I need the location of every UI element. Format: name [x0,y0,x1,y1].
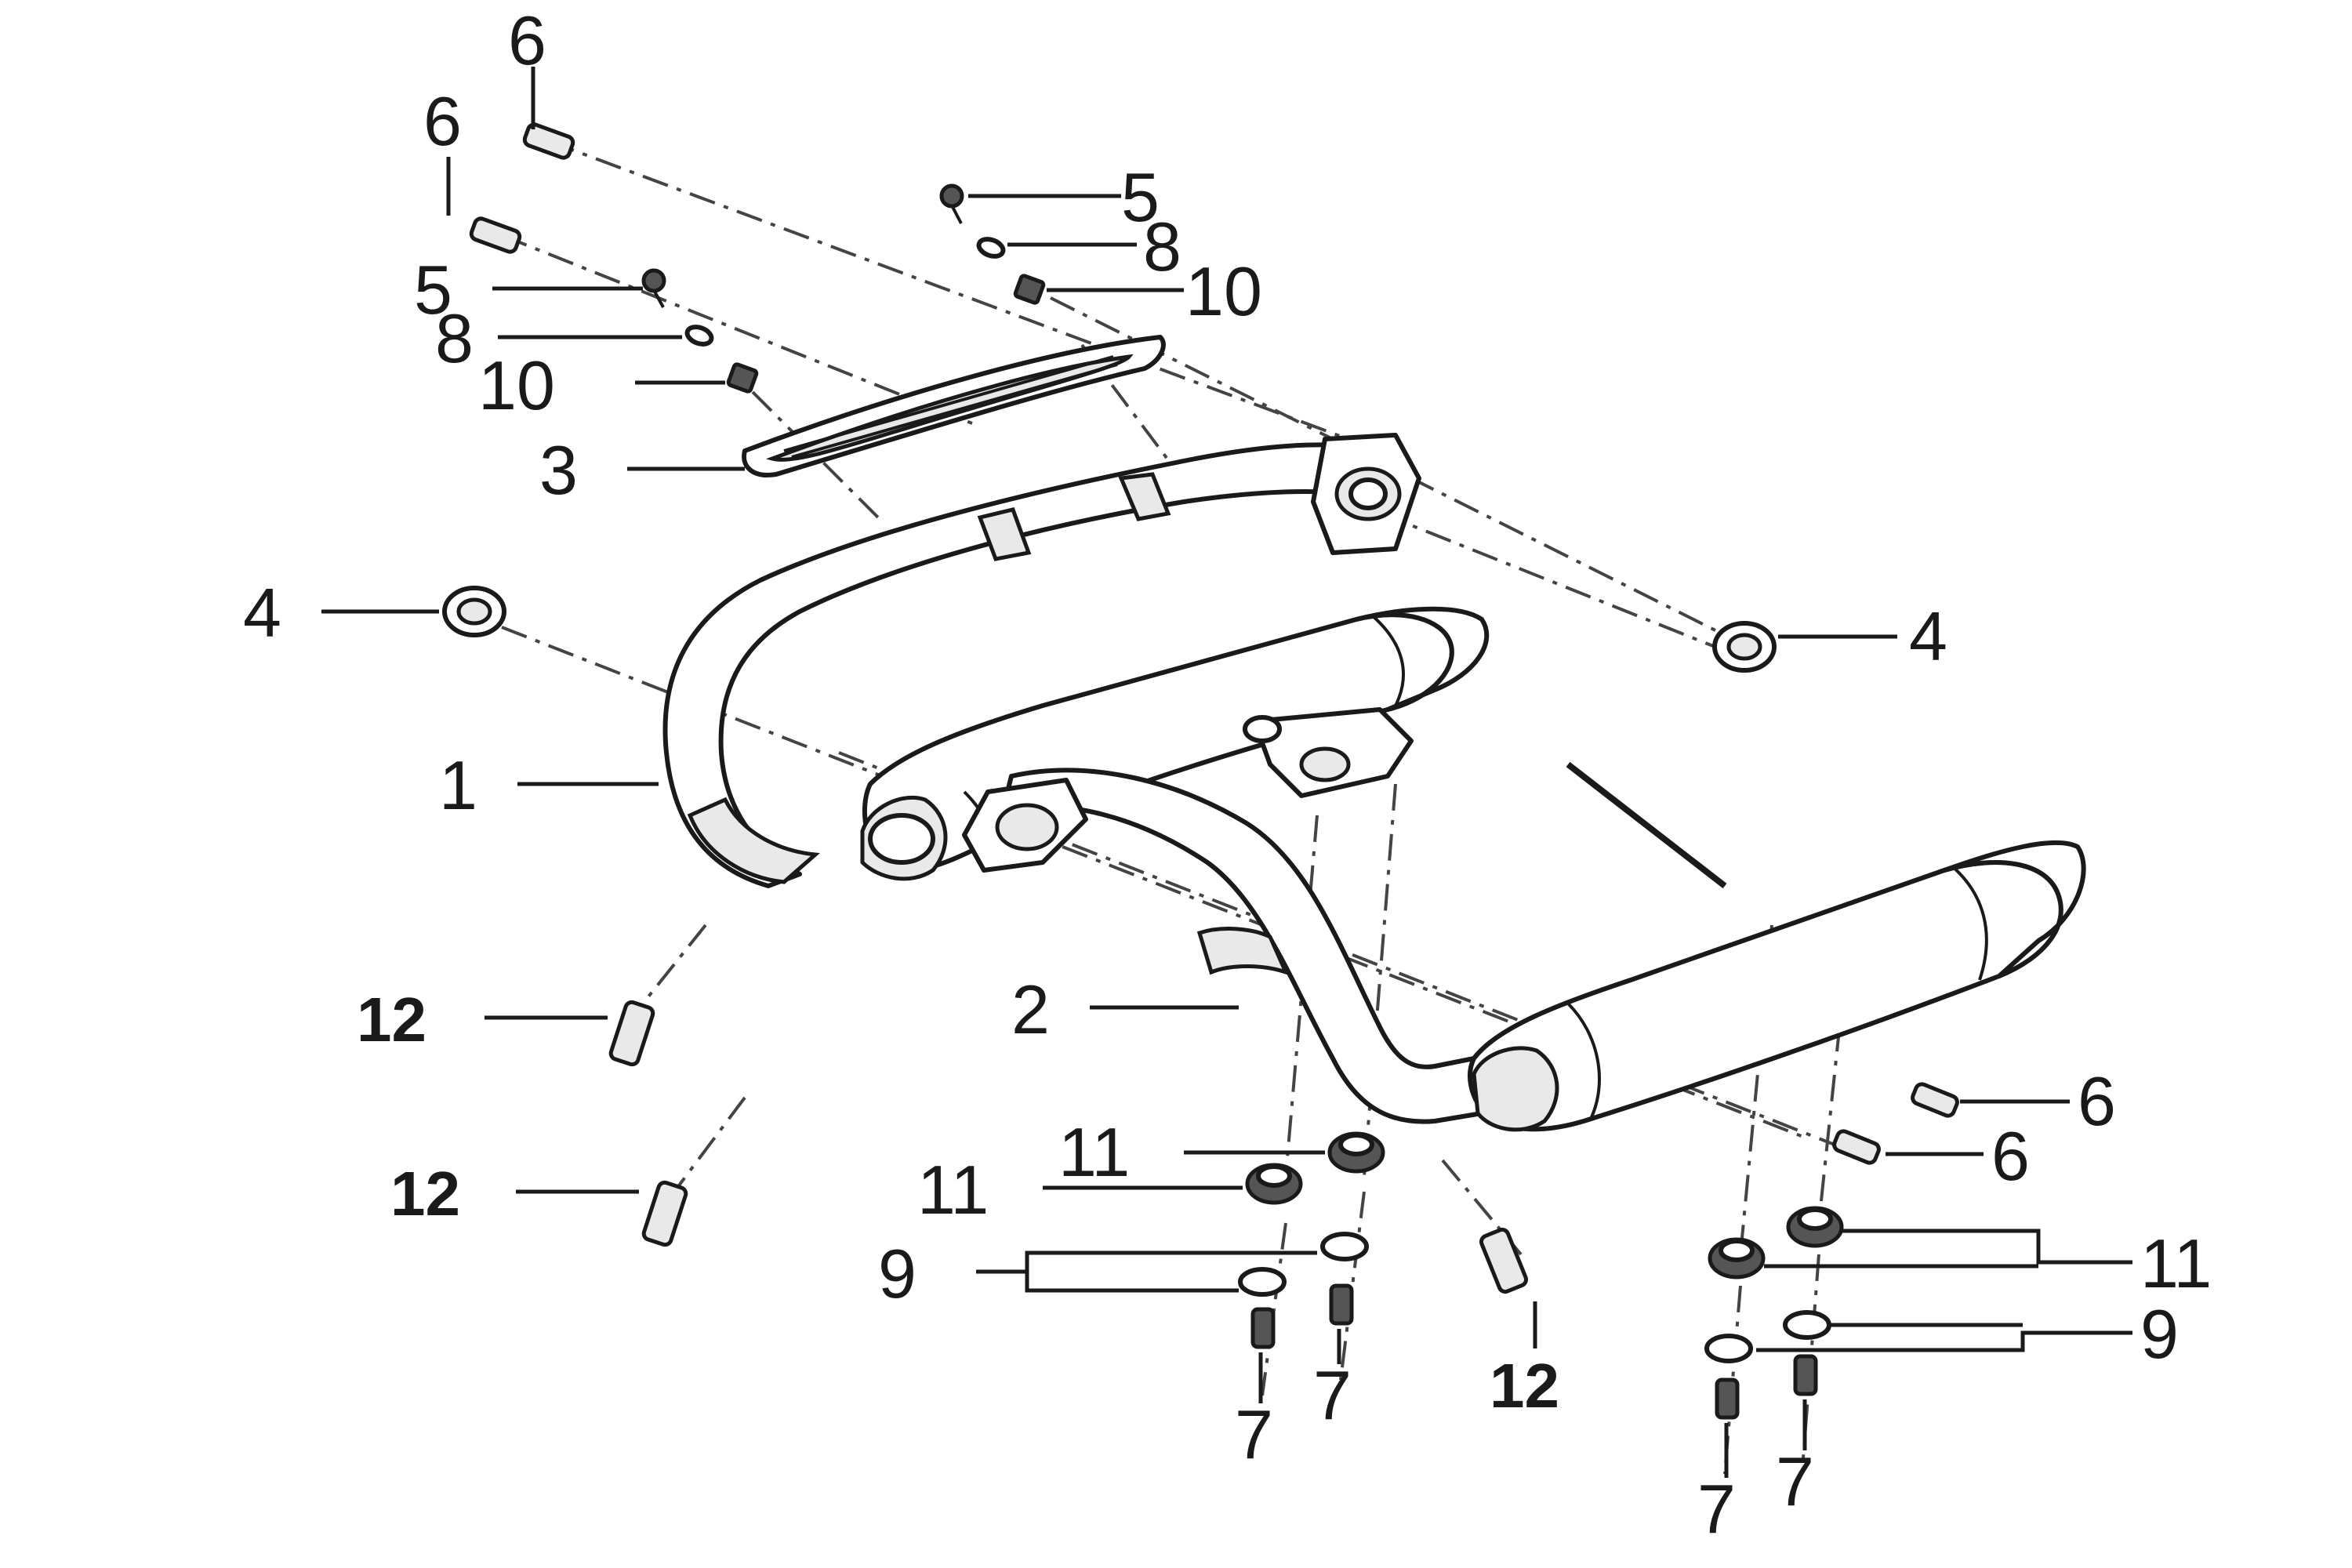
washer-9b [1320,1232,1369,1261]
bolt-7c [1715,1377,1740,1420]
callout-12b: 12 [390,1159,460,1229]
bolt-7b [1329,1283,1354,1326]
callout-7d: 7 [1776,1443,1814,1520]
bolt-6c [1911,1082,1959,1118]
callout-4b: 4 [1909,597,1947,675]
callout-12c: 12 [1490,1351,1559,1421]
fastener-nut-10b [726,362,759,394]
nut-11b [1327,1131,1385,1174]
bolt-7a [1250,1307,1276,1349]
muffler-2 [1468,761,2086,1132]
stud-12a [608,1000,655,1067]
gasket-4b [1712,621,1777,673]
leader-lines [321,67,2132,1478]
heat-shield [742,335,1166,477]
callout-6c: 6 [2078,1062,2116,1140]
nut-11a [1245,1163,1303,1205]
fastener-washer-8b [684,325,714,347]
fastener-washer-8a [976,237,1006,259]
callout-7b: 7 [1313,1356,1352,1434]
callout-2: 2 [1011,971,1050,1048]
callout-8b: 8 [435,299,474,377]
callout-11a: 11 [1058,1113,1130,1191]
callout-labels: 6 6 5 8 10 5 8 10 3 4 4 1 12 12 2 11 11 … [243,2,2212,1548]
fastener-screw-5a [939,183,964,224]
callout-3: 3 [539,431,578,509]
nut-11c [1708,1237,1766,1279]
callout-1: 1 [439,746,477,824]
fastener-screw-5b [641,268,666,308]
callout-9a: 9 [878,1235,916,1312]
gasket-4a [442,586,506,637]
callout-10a: 10 [1185,252,1262,330]
callout-7a: 7 [1235,1396,1273,1473]
bolt-7d [1793,1354,1818,1396]
exhaust-pipe-1 [662,442,1359,888]
callout-6d: 6 [1991,1117,2030,1195]
callout-9b: 9 [2140,1295,2179,1373]
nut-11d [1786,1206,1844,1248]
callout-6a: 6 [508,2,546,79]
bolt-6d [1832,1129,1881,1165]
pipe-2-flange [962,778,1088,873]
callout-8a: 8 [1143,208,1181,285]
callout-4a: 4 [243,574,281,652]
callout-12a: 12 [357,985,426,1054]
stud-12b [641,1180,688,1247]
stud-12c [1479,1227,1529,1294]
callout-11b: 11 [917,1151,989,1229]
washer-9a [1238,1267,1287,1297]
muffler-bracket [1243,707,1414,798]
fastener-bolt-6b [469,216,522,254]
washer-9d [1783,1310,1831,1340]
callout-11c: 11 [2140,1225,2212,1302]
fastener-bolt-6a [522,122,575,160]
washer-9c [1704,1334,1753,1363]
pipe-1-flange [1311,433,1421,555]
callout-7c: 7 [1697,1470,1736,1548]
callout-6b: 6 [423,82,462,160]
callout-5b: 5 [414,251,452,328]
fastener-nut-10a [1013,274,1046,305]
callout-5a: 5 [1121,158,1160,236]
callout-10b: 10 [478,347,555,424]
